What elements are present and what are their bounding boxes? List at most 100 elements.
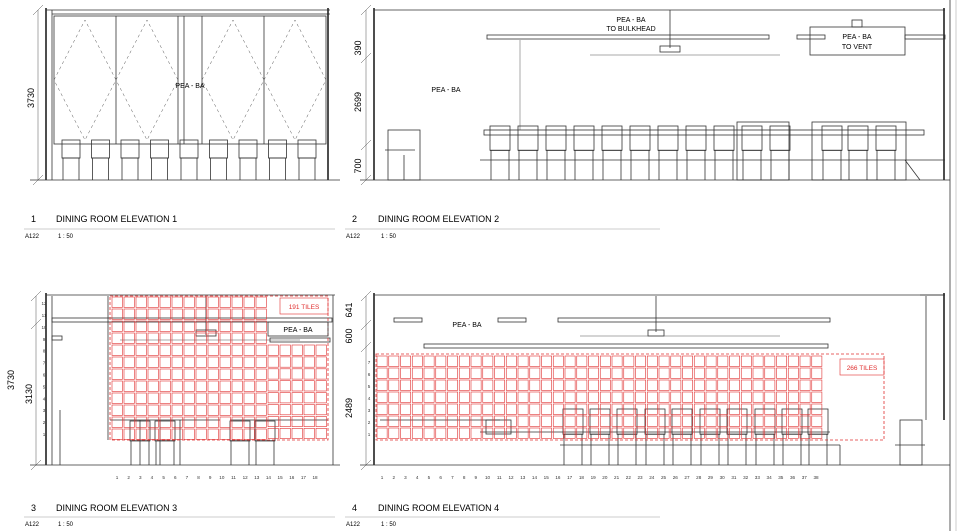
- chair: [671, 408, 693, 465]
- tile: [435, 367, 447, 379]
- tile: [482, 427, 494, 439]
- tile: [123, 416, 135, 428]
- tile: [231, 344, 243, 356]
- tile: [135, 392, 147, 404]
- column-number: 22: [626, 475, 632, 480]
- tile: [303, 380, 315, 392]
- column-number: 20: [602, 475, 608, 480]
- tile: [423, 403, 435, 415]
- tile: [505, 379, 517, 391]
- tile: [123, 380, 135, 392]
- tile: [195, 428, 207, 440]
- drawing-title: DINING ROOM ELEVATION 4: [378, 503, 499, 513]
- column-number: 12: [243, 475, 249, 480]
- tile: [494, 427, 505, 439]
- tile: [267, 416, 279, 427]
- e3-material-label: PEA - BA: [283, 327, 313, 334]
- column-number: 6: [174, 475, 177, 480]
- tile: [494, 391, 505, 403]
- tile: [670, 367, 682, 379]
- tile: [458, 367, 470, 379]
- tile: [411, 367, 423, 379]
- e3-total-dimension: 3730: [6, 370, 16, 390]
- tile: [147, 368, 159, 380]
- column-number: 30: [720, 475, 726, 480]
- tile: [267, 392, 279, 404]
- column-number: 7: [451, 475, 454, 480]
- tile: [623, 427, 635, 439]
- tile: [231, 392, 243, 404]
- tile: [231, 416, 243, 428]
- tile: [219, 404, 231, 416]
- tile: [693, 415, 705, 427]
- column-number: 18: [579, 475, 585, 480]
- chair: [150, 139, 169, 180]
- tile: [529, 427, 541, 439]
- tile: [729, 415, 740, 427]
- tile: [171, 344, 183, 356]
- tile: [388, 379, 400, 391]
- tile: [315, 427, 327, 439]
- tile: [623, 415, 635, 427]
- tile: [159, 428, 171, 440]
- tile: [611, 427, 623, 439]
- tile: [219, 380, 231, 392]
- drawing-number: 4: [352, 503, 357, 513]
- tile: [207, 392, 219, 404]
- column-number: 2: [392, 475, 395, 480]
- tile: [267, 344, 279, 356]
- tile: [123, 296, 135, 308]
- tile: [135, 320, 147, 332]
- tile: [231, 356, 243, 368]
- tile: [183, 320, 195, 332]
- tile: [611, 415, 623, 427]
- tile: [682, 367, 693, 379]
- tile: [470, 379, 482, 391]
- column-number: 13: [254, 475, 260, 480]
- e4-tile-count-label: 266 TILES: [847, 365, 878, 372]
- chair: [229, 420, 251, 465]
- tile: [171, 404, 183, 416]
- column-number: 24: [649, 475, 655, 480]
- tile: [183, 308, 195, 320]
- tile: [599, 355, 611, 367]
- tile: [147, 428, 159, 440]
- tile: [219, 392, 231, 404]
- tile: [207, 332, 219, 344]
- tile: [717, 391, 729, 403]
- tile: [611, 379, 623, 391]
- tile: [470, 355, 482, 367]
- tile: [159, 404, 171, 416]
- tile: [764, 403, 776, 415]
- tile: [303, 392, 315, 404]
- tile: [303, 368, 315, 380]
- tile: [159, 344, 171, 356]
- tile: [279, 344, 291, 356]
- tile: [183, 392, 195, 404]
- tile: [552, 403, 564, 415]
- column-number: 9: [209, 475, 212, 480]
- tile: [552, 355, 564, 367]
- tile: [635, 355, 646, 367]
- tile: [764, 415, 776, 427]
- tile: [435, 427, 447, 439]
- tile: [576, 367, 588, 379]
- tile: [623, 403, 635, 415]
- tile: [447, 355, 458, 367]
- tile: [564, 379, 576, 391]
- tile: [458, 415, 470, 427]
- row-number: 9: [43, 337, 46, 342]
- title-block-4: 4 DINING ROOM ELEVATION 4 A122 1 : 50: [345, 503, 660, 528]
- tile: [423, 391, 435, 403]
- tile: [599, 427, 611, 439]
- tile: [799, 391, 811, 403]
- e4-material-label: PEA - BA: [452, 322, 482, 329]
- tile: [494, 379, 505, 391]
- tile: [588, 415, 599, 427]
- tile: [231, 332, 243, 344]
- tile: [517, 379, 529, 391]
- e1-height-dimension: 3730: [26, 88, 36, 108]
- row-number: 4: [43, 396, 46, 401]
